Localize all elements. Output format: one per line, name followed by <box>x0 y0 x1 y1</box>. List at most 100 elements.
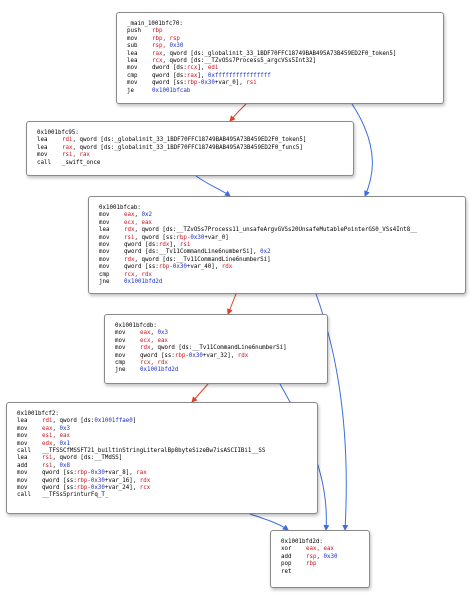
instruction-mnemonic: xor <box>281 546 292 553</box>
instruction-operand: +var_32], <box>202 352 238 359</box>
instruction-line: jne 0x1001bfd2d <box>99 279 417 286</box>
instruction-mnemonic: cmp <box>127 72 138 79</box>
instruction-operand: eax, eax <box>306 546 334 553</box>
instruction-operand: , <box>134 212 142 219</box>
instruction-operand: 0x2 <box>260 249 271 256</box>
instruction-operand: 0x1001ffae0 <box>94 418 133 425</box>
block-label: 0x1001bfd2d: <box>281 539 323 545</box>
edge-bfc95-to-bfcab <box>195 175 231 197</box>
instruction-operand: ], <box>197 65 208 72</box>
instruction-line: ret <box>281 569 337 576</box>
instruction-operand: eax <box>124 212 135 219</box>
instruction-mnemonic: mov <box>99 256 110 263</box>
instruction-mnemonic: mov <box>127 65 138 72</box>
instruction-mnemonic: call <box>17 448 31 455</box>
instruction-operand: eax <box>42 425 53 432</box>
instruction-operand: rsp <box>306 553 317 560</box>
instruction-line: call_swift_once <box>37 160 306 167</box>
instruction-mnemonic: lea <box>127 50 138 57</box>
instruction-operand: qword [ds:__Tv11CommandLine6numberSi], <box>124 249 261 256</box>
instruction-operand: rax <box>186 72 198 79</box>
instruction-operand: 0x1 <box>59 440 70 447</box>
instruction-line: call__TFSs5printurFq_T_ <box>17 492 265 499</box>
instruction-mnemonic: mov <box>99 242 110 249</box>
instruction-mnemonic: lea <box>99 227 110 234</box>
instruction-mnemonic: mov <box>17 433 28 440</box>
instruction-operand: -0x30 <box>87 485 105 492</box>
instruction-mnemonic: lea <box>127 58 138 65</box>
block-label: _main_1001bfc70: <box>127 21 183 27</box>
instruction-operand: 0x2 <box>141 212 152 219</box>
instruction-operand: -0x30 <box>87 477 105 484</box>
instruction-operand: rsp, <box>152 43 170 50</box>
instruction-operand: rcx, rdx <box>124 271 152 278</box>
instruction-operand: rdx <box>139 477 151 484</box>
instruction-mnemonic: cmp <box>115 360 126 367</box>
instruction-mnemonic: jne <box>99 279 110 286</box>
instruction-mnemonic: sub <box>127 43 138 50</box>
instruction-operand: -0x30 <box>186 234 205 241</box>
edge-bfcf2-to-bfd2d <box>249 513 289 531</box>
instruction-operand: rsi <box>124 234 135 241</box>
instruction-mnemonic: lea <box>17 418 28 425</box>
instruction-operand: , <box>316 553 324 560</box>
instruction-operand: +var_40], <box>186 264 222 271</box>
instruction-operand: rbp <box>176 234 187 241</box>
instruction-mnemonic: add <box>281 553 292 560</box>
instruction-operand: +var_8], <box>104 470 137 477</box>
instruction-operand: ] <box>132 418 137 425</box>
instruction-mnemonic: mov <box>17 485 28 492</box>
instruction-mnemonic: mov <box>115 337 126 344</box>
instruction-line: sub rsp, 0x30 <box>127 43 396 50</box>
instruction-mnemonic: mov <box>37 152 48 159</box>
instruction-operand: qword [ss: <box>152 80 187 87</box>
instruction-operand: rbp <box>158 264 170 271</box>
instruction-operand: rdx <box>124 256 135 263</box>
edge-bfcab-to-bfcdb <box>227 293 237 315</box>
instruction-operand: rsi <box>179 242 191 249</box>
instruction-mnemonic: call <box>17 492 31 499</box>
instruction-mnemonic: mov <box>17 470 28 477</box>
instruction-operand: -0x30 <box>197 80 215 87</box>
instruction-operand: , <box>150 330 158 337</box>
instruction-operand: 0x30 <box>169 43 184 50</box>
block-label: 0x1001bfcab: <box>99 205 141 211</box>
instruction-mnemonic: push <box>127 28 141 35</box>
instruction-operand: qword [ds: <box>152 72 187 79</box>
basic-block-1001bfcab[interactable]: 0x1001bfcab: mov eax, 0x2 mov ecx, eax lea rd… <box>88 196 466 294</box>
instruction-operand: , <box>52 440 60 447</box>
instruction-operand: , qword [ds:_globalinit_33_1BDF70FFC1874… <box>72 144 303 151</box>
instruction-operand: 0x1001bfd2d <box>124 279 163 286</box>
instruction-operand: , qword [ds:__Tv11CommandLine6numberSi] <box>134 256 271 263</box>
instruction-operand: ecx, eax <box>124 219 152 226</box>
instruction-mnemonic: ret <box>281 568 292 575</box>
instruction-operand: dword [ds: <box>152 65 187 72</box>
instruction-mnemonic: lea <box>37 137 48 144</box>
edge-main-to-bfcab <box>351 103 373 197</box>
block-label: 0x1001bfc95: <box>37 130 79 136</box>
instruction-operand: 0x3 <box>157 330 168 337</box>
instruction-operand: edx <box>42 440 53 447</box>
edge-main-to-bfc95 <box>229 103 247 122</box>
instruction-mnemonic: jne <box>115 367 126 374</box>
instruction-mnemonic: mov <box>17 425 28 432</box>
